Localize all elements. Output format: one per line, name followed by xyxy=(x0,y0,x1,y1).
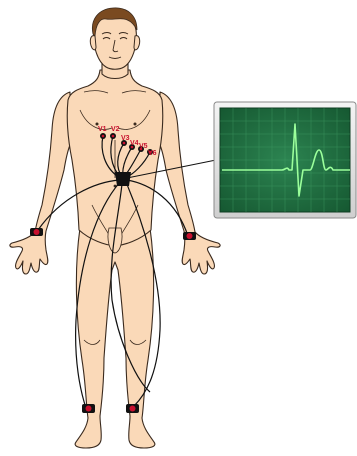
left-arm xyxy=(10,92,70,274)
left-ear xyxy=(90,36,96,50)
electrode-right-wrist xyxy=(183,232,196,240)
ecg-monitor xyxy=(214,102,356,218)
electrode-v2 xyxy=(110,133,116,139)
electrode-right-ankle xyxy=(126,404,139,413)
label-v5: V5 xyxy=(139,143,148,150)
label-v6: V6 xyxy=(148,150,157,157)
label-v2: V2 xyxy=(111,126,120,133)
ecg-hub xyxy=(115,172,131,186)
right-arm xyxy=(160,92,220,274)
right-ear xyxy=(134,36,140,50)
label-v3: V3 xyxy=(121,135,130,142)
right-nipple xyxy=(134,123,137,126)
electrode-left-wrist xyxy=(30,228,43,236)
label-v1: V1 xyxy=(98,126,107,133)
legs xyxy=(75,228,155,448)
electrode-left-ankle xyxy=(82,404,95,413)
electrode-v1 xyxy=(100,133,106,139)
label-v4: V4 xyxy=(130,140,139,147)
